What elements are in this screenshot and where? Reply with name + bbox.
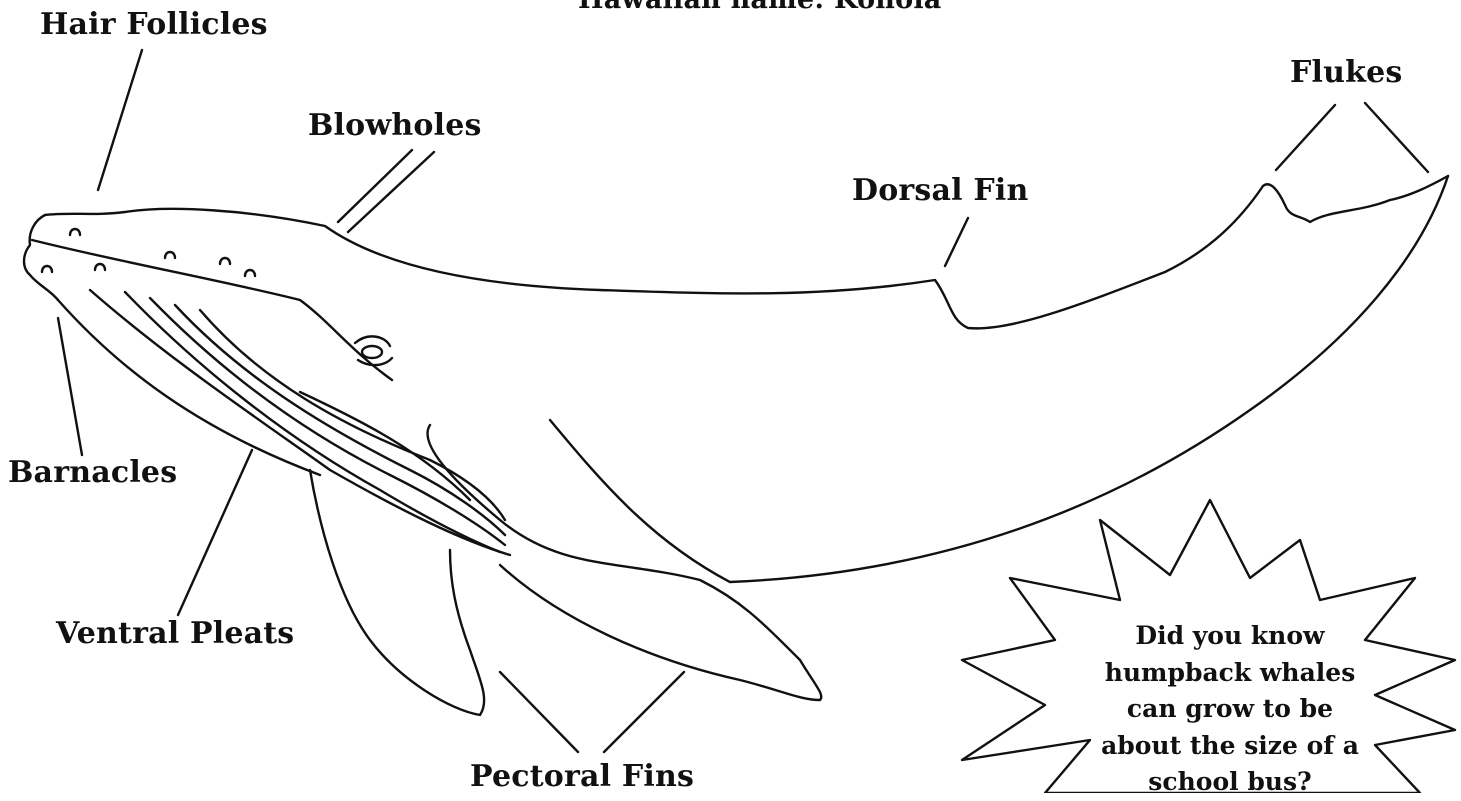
label-hair-follicles: Hair Follicles	[40, 10, 268, 40]
label-flukes: Flukes	[1290, 58, 1402, 88]
label-barnacles: Barnacles	[8, 458, 177, 488]
fact-text: Did you know humpback whales can grow to…	[1040, 618, 1420, 801]
ventral-pleats	[90, 290, 510, 555]
fact-line: school bus?	[1040, 764, 1420, 801]
fact-line: about the size of a	[1040, 728, 1420, 765]
whale-belly-outline	[58, 176, 1448, 582]
page-title: Hawaiian name: Kohola	[578, 0, 942, 13]
label-dorsal-fin: Dorsal Fin	[852, 176, 1029, 206]
head-bumps	[42, 229, 255, 276]
whale-back-outline	[45, 186, 1263, 328]
fact-line: humpback whales	[1040, 655, 1420, 692]
fact-line: can grow to be	[1040, 691, 1420, 728]
whale-fluke	[1263, 176, 1448, 222]
whale-mouth-line	[32, 240, 392, 380]
whale-pectoral-fin-front	[428, 425, 822, 700]
fact-line: Did you know	[1040, 618, 1420, 655]
label-pectoral-fins: Pectoral Fins	[470, 762, 694, 792]
whale-eye	[355, 336, 392, 365]
whale-head-outline	[24, 215, 58, 300]
label-ventral-pleats: Ventral Pleats	[56, 619, 294, 649]
label-blowholes: Blowholes	[308, 111, 482, 141]
